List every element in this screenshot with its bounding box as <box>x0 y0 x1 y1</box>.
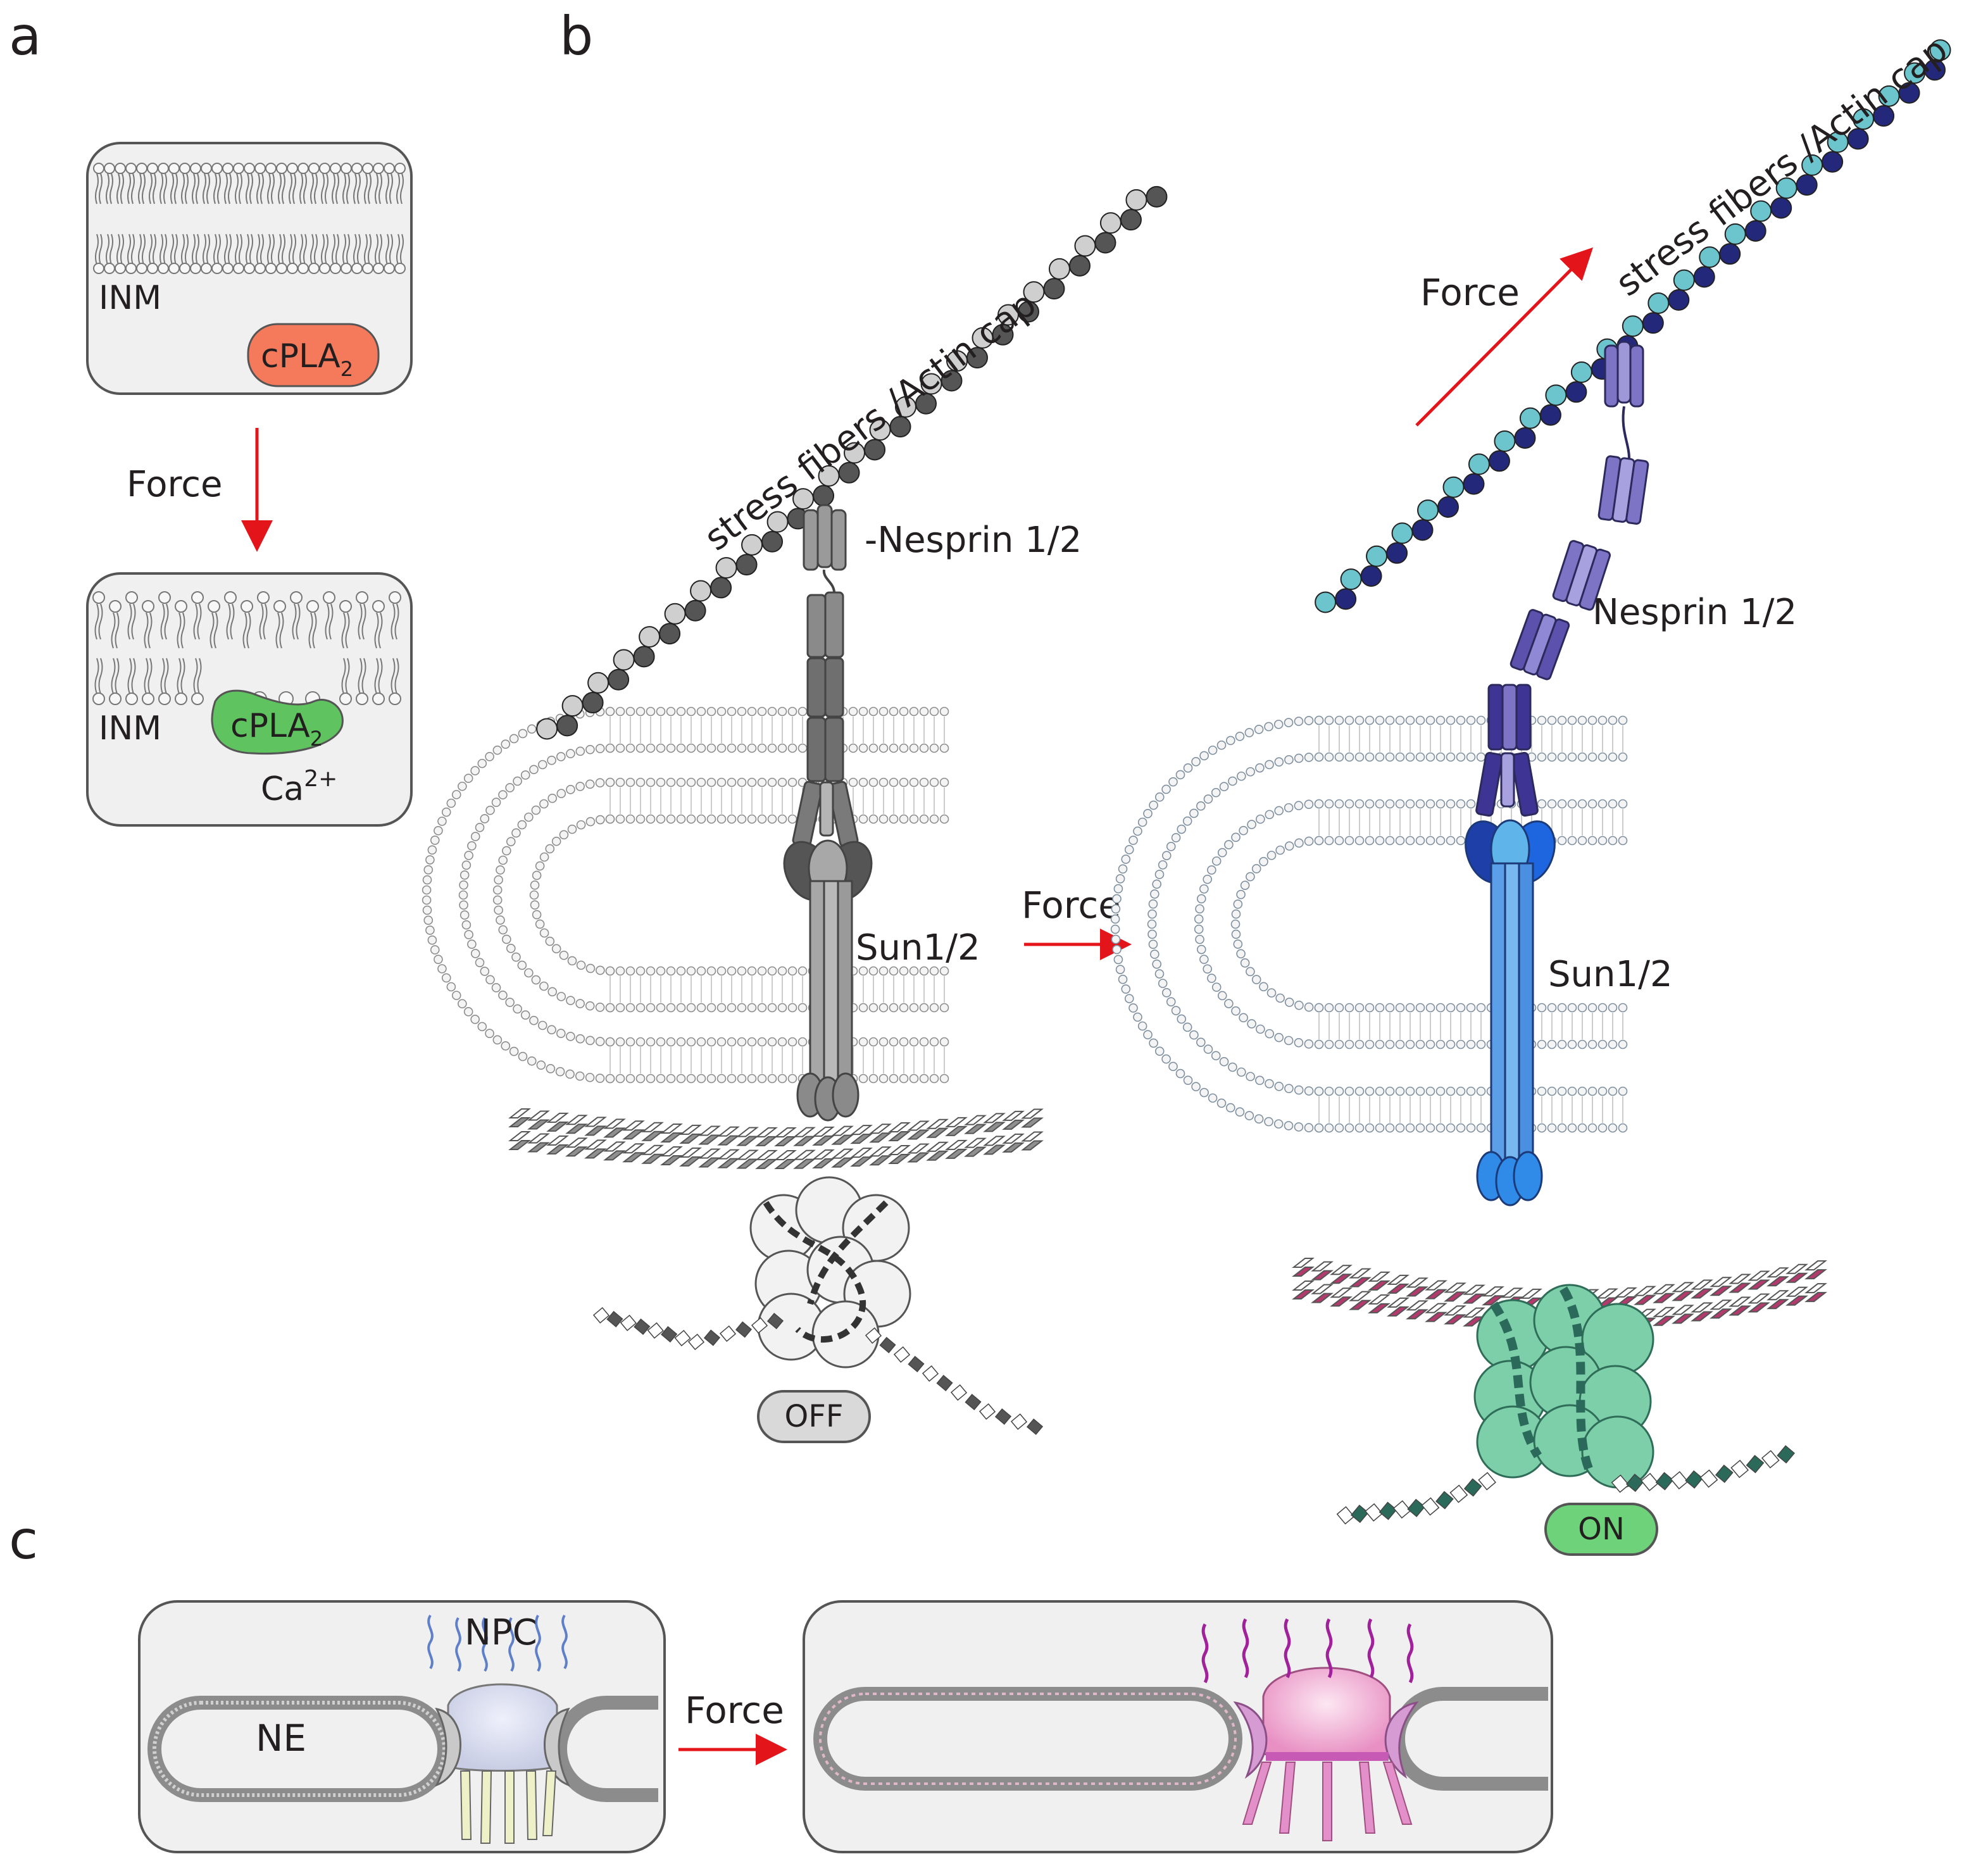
sun-left <box>783 839 873 1122</box>
actin-label-left: stress fibers /Actin cap <box>697 284 1044 559</box>
chromatin-right <box>1473 1284 1654 1489</box>
state-label-off: OFF <box>785 1399 844 1434</box>
panel-letter-b: b <box>560 5 593 67</box>
npc-box-inactive <box>138 1600 666 1853</box>
lipid-bilayer <box>93 163 406 274</box>
npc-label: NPC <box>465 1612 537 1653</box>
inm-label-bottom: INM <box>99 710 161 748</box>
ne-label: NE <box>256 1717 306 1760</box>
npc-active <box>1201 1618 1419 1841</box>
ne-membrane-right <box>553 1696 658 1802</box>
sun-label-right: Sun1/2 <box>1548 954 1673 995</box>
panel-c: NPC NE Force <box>138 1600 1553 1853</box>
actin-label-right: stress fibers /Actin cap <box>1608 29 1955 304</box>
panel-b-left: stress fibers /Actin cap -Nesprin 1/2 <box>422 185 1168 1443</box>
nesprin-label-left: -Nesprin 1/2 <box>865 520 1082 561</box>
state-badge-on <box>1544 1503 1658 1556</box>
force-arrow-diagonal <box>1415 247 1594 427</box>
dna-strand-active <box>1336 1445 1796 1525</box>
force-label-b: Force <box>1022 884 1121 927</box>
panel-letter-a: a <box>9 5 41 67</box>
sun-right <box>1465 819 1556 1206</box>
actin-filament <box>536 185 1168 740</box>
calcium-label: Ca2+ <box>261 766 337 808</box>
nuclear-lamina-active <box>1292 1258 1827 1331</box>
cpla2-inactive <box>247 323 380 387</box>
actin-filament-active <box>1315 39 1951 613</box>
force-label-right: Force <box>1420 271 1520 314</box>
cpla2-active <box>211 689 344 755</box>
sun-label-left: Sun1/2 <box>856 927 980 968</box>
nuclear-envelope-membrane <box>422 706 949 1084</box>
npc-inactive <box>427 1614 571 1844</box>
inm-label-top: INM <box>99 279 161 317</box>
panel-letter-c: c <box>9 1509 38 1571</box>
nesprin-left <box>792 504 859 848</box>
force-label-a: Force <box>127 464 223 505</box>
nesprin-label-right: Nesprin 1/2 <box>1592 592 1797 633</box>
cpla2-inactive-label: cPLA2 <box>261 337 353 381</box>
nuclear-lamina <box>508 1108 1044 1169</box>
panel-b-right: stress fibers /Actin cap Force Nesprin 1… <box>1110 29 1955 1556</box>
nesprin-right <box>1475 341 1649 817</box>
npc-box-active <box>803 1600 1553 1853</box>
force-label-c: Force <box>685 1689 784 1732</box>
state-label-on: ON <box>1578 1512 1625 1547</box>
cpla2-active-label: cPLA2 <box>230 707 323 751</box>
nuclear-envelope-membrane-stretched <box>1110 715 1628 1133</box>
state-badge-off <box>757 1390 871 1443</box>
panel-a: INM cPLA2 Force cPLA2 INM Ca2+ <box>86 142 413 827</box>
chromatin-left <box>749 1176 911 1368</box>
dna-strand <box>592 1307 1044 1435</box>
